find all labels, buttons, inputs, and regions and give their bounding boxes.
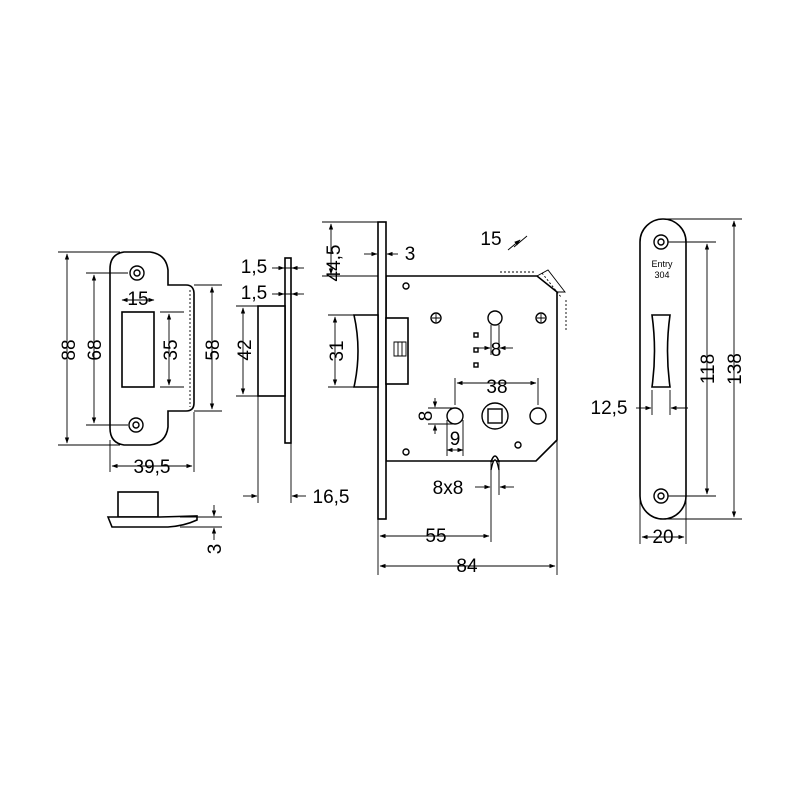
- upper-follower-hole: [487, 310, 503, 326]
- dim-15-strike: 15: [127, 289, 148, 310]
- lock-body: [353, 221, 567, 542]
- latch-side-view: [257, 257, 292, 444]
- dim-38: 38: [486, 377, 507, 398]
- dim-88: 88: [59, 339, 80, 360]
- faceplate-front-view: Entry 304: [639, 218, 687, 520]
- dim-84: 84: [456, 556, 478, 577]
- dim-39-5: 39,5: [134, 457, 171, 478]
- dim-8-hole: 8: [416, 411, 437, 422]
- strike-plate-dimensions: 88 68 15 35 58 39,5: [58, 251, 224, 478]
- screw-hole-top-left: [402, 282, 410, 290]
- lock-faceplate: [377, 221, 387, 520]
- dim-1-5-second: 1,5: [241, 283, 267, 304]
- strike-plate-side-view: 3: [106, 491, 226, 555]
- dim-118: 118: [698, 354, 719, 384]
- dim-31: 31: [327, 340, 348, 361]
- cylinder-hole-right: [529, 407, 547, 425]
- strike-flange-profile: [106, 515, 198, 528]
- dim-3-strike: 3: [205, 544, 226, 555]
- side-faceplate: [284, 257, 292, 444]
- dim-8x8: 8x8: [433, 478, 464, 499]
- pin-3: [473, 362, 479, 368]
- faceplate-screw-top-inner: [657, 238, 665, 246]
- dim-15-angle: 15: [480, 229, 501, 250]
- dim-68: 68: [85, 339, 106, 360]
- key-slot: [490, 455, 500, 463]
- pin-1: [473, 332, 479, 338]
- dim-9: 9: [450, 429, 461, 450]
- latch-side-dimensions: 1,5 1,5 42 16,5: [235, 257, 349, 508]
- dim-3-faceplate: 3: [405, 244, 416, 265]
- strike-screw-hole-bottom-inner: [132, 421, 140, 429]
- dim-8-follower: 8: [491, 340, 502, 361]
- faceplate-latch-opening: [651, 314, 671, 388]
- strike-screw-hole-top-inner: [133, 269, 141, 277]
- latch-bolt: [353, 314, 379, 388]
- spindle-square: [487, 408, 503, 424]
- dim-12-5: 12,5: [591, 398, 628, 419]
- dim-58: 58: [203, 339, 224, 360]
- dim-42: 42: [235, 339, 256, 360]
- dim-1-5-top: 1,5: [241, 257, 267, 278]
- dim-16-5: 16,5: [313, 487, 350, 508]
- cylinder-hole-left: [446, 407, 464, 425]
- dim-20: 20: [652, 527, 673, 548]
- lock-body-dimensions: 44,5 3 15 31 8 38 8 9 8x8: [322, 221, 558, 577]
- dim-138: 138: [725, 353, 746, 385]
- dim-35: 35: [161, 339, 182, 360]
- pin-2: [473, 347, 479, 353]
- faceplate-screw-bottom-inner: [657, 492, 665, 500]
- faceplate-marking-line1: Entry: [651, 259, 673, 269]
- screw-hole-bottom-left: [402, 448, 410, 456]
- strike-plate-opening: [121, 311, 155, 388]
- faceplate-marking-line2: 304: [654, 270, 669, 280]
- strike-box-profile: [117, 491, 159, 518]
- side-latch-body: [257, 305, 286, 397]
- latch-bolt-inner: [385, 317, 409, 385]
- lock-case-outline: [385, 275, 558, 462]
- dim-44-5: 44,5: [324, 245, 345, 282]
- faceplate-dimensions: 12,5 118 138 20: [591, 218, 746, 548]
- dim-55: 55: [425, 526, 446, 547]
- screw-hole-bottom-right: [514, 441, 522, 449]
